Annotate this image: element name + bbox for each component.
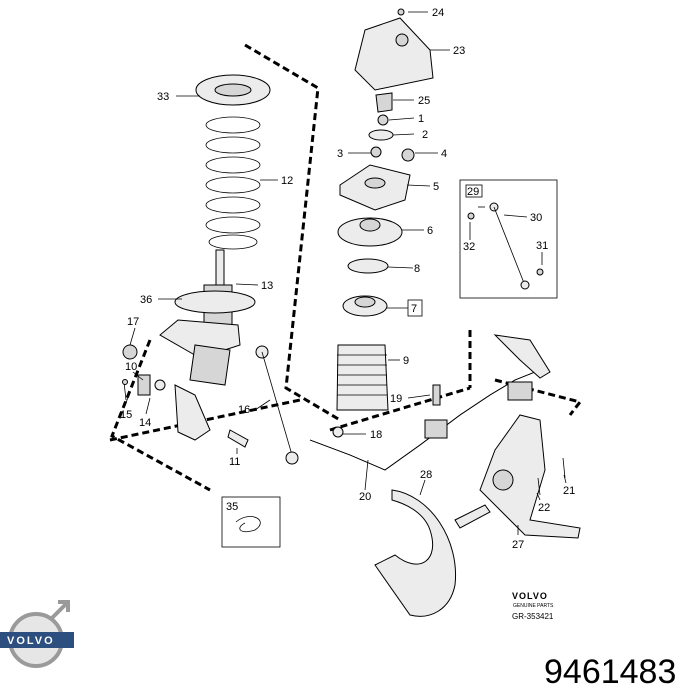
callout-7: 7 xyxy=(411,303,417,315)
coil-spring xyxy=(205,116,261,250)
upper-spring-seat xyxy=(195,74,271,106)
stabilizer-link-detail xyxy=(459,179,558,299)
callout-36: 36 xyxy=(140,294,152,306)
callout-10: 10 xyxy=(125,361,137,373)
logo-text: VOLVO xyxy=(7,635,55,647)
brake-splash-shield xyxy=(374,489,457,617)
callout-32: 32 xyxy=(463,241,475,253)
strut-top-mount xyxy=(339,164,411,211)
callout-33: 33 xyxy=(157,91,169,103)
callout-31: 31 xyxy=(536,240,548,252)
clamp-detail xyxy=(221,496,281,548)
callout-16: 16 xyxy=(238,404,250,416)
drawing-code: GR-353421 xyxy=(512,612,554,621)
volvo-logo: VOLVO xyxy=(0,600,74,668)
stabilizer-link xyxy=(255,345,299,465)
callout-12: 12 xyxy=(281,175,293,187)
callout-24: 24 xyxy=(432,7,444,19)
brand-subtitle: GENUINE PARTS xyxy=(513,603,554,609)
callout-13: 13 xyxy=(261,280,273,292)
callout-8: 8 xyxy=(414,263,420,275)
callout-22: 22 xyxy=(538,502,550,514)
bump-stop xyxy=(342,295,388,317)
callout-23: 23 xyxy=(453,45,465,57)
callout-30: 30 xyxy=(530,212,542,224)
part-number: 9461483 xyxy=(544,653,676,691)
strut-top-cover xyxy=(354,8,434,113)
callout-28: 28 xyxy=(420,469,432,481)
callout-3: 3 xyxy=(337,148,343,160)
shock-absorber-strut xyxy=(159,249,256,386)
callout-4: 4 xyxy=(441,148,447,160)
callout-2: 2 xyxy=(422,129,428,141)
callout-25: 25 xyxy=(418,95,430,107)
brand-stamp: VOLVO GENUINE PARTS GR-353421 xyxy=(512,591,554,621)
callout-numbers: 24 23 25 1 2 3 4 5 29 30 32 31 6 8 7 9 3… xyxy=(120,7,575,551)
callout-9: 9 xyxy=(403,355,409,367)
callout-6: 6 xyxy=(427,225,433,237)
callout-21: 21 xyxy=(563,485,575,497)
callout-35: 35 xyxy=(226,501,238,513)
mount-hardware xyxy=(368,114,415,162)
strut-bearing xyxy=(337,217,403,247)
callout-11: 11 xyxy=(229,456,240,468)
callout-27: 27 xyxy=(512,539,524,551)
callout-17: 17 xyxy=(127,316,139,328)
lower-spring-seat xyxy=(347,258,389,274)
callout-18: 18 xyxy=(370,429,382,441)
callout-29: 29 xyxy=(467,186,479,198)
dust-boot xyxy=(336,344,389,411)
callout-14: 14 xyxy=(139,417,151,429)
steering-knuckle xyxy=(454,414,581,539)
brand-name: VOLVO xyxy=(512,591,548,601)
callout-20: 20 xyxy=(359,491,371,503)
callout-15: 15 xyxy=(120,409,132,421)
callout-7-box xyxy=(407,299,423,317)
leader-lines xyxy=(124,11,567,535)
callout-5: 5 xyxy=(433,181,439,193)
dashed-frame xyxy=(109,43,583,492)
callout-19: 19 xyxy=(390,393,402,405)
callout-1: 1 xyxy=(418,113,424,125)
stabilizer-bar xyxy=(309,334,551,471)
